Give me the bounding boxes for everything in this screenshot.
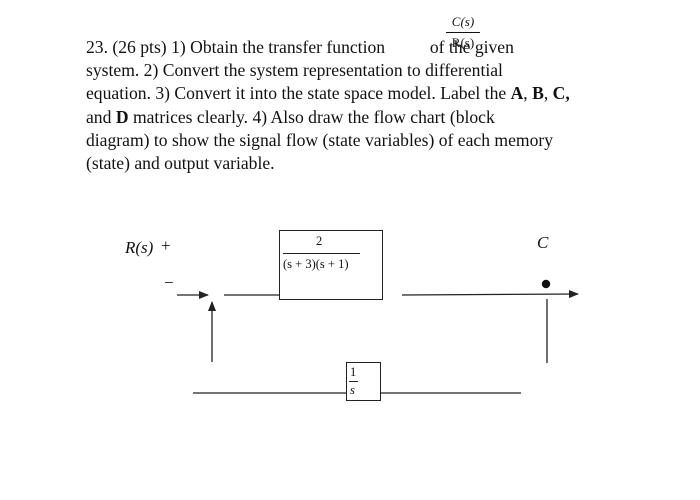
matrix-b-label: B	[532, 83, 544, 104]
minus-sign: −	[164, 273, 174, 292]
matrix-c-label: C,	[552, 83, 570, 104]
output-label: C	[537, 233, 549, 252]
problem-text-4a: and	[86, 106, 112, 127]
problem-text-6: (state) and output variable.	[86, 153, 275, 174]
problem-statement: 23. (26 pts) 1) Obtain the transfer func…	[86, 37, 570, 174]
problem-text-2: system. 2) Convert the system representa…	[86, 60, 503, 81]
forward-fraction-bar	[283, 253, 360, 254]
transfer-function-numerator: C(s)	[451, 14, 475, 29]
problem-text-5: diagram) to show the signal flow (state …	[86, 129, 554, 150]
transfer-function-bar	[446, 32, 480, 33]
output-takeoff-dot	[541, 279, 551, 289]
feedback-fraction-bar	[349, 381, 358, 382]
feedback-integrator-block: 1 s	[346, 362, 381, 401]
problem-text-4b: matrices clearly. 4) Also draw the flow …	[132, 106, 495, 127]
problem-points: (26 pts)	[112, 37, 167, 57]
forward-denominator: (s + 3)(s + 1)	[283, 257, 349, 271]
forward-transfer-block: 2 (s + 3)(s + 1)	[279, 230, 383, 300]
problem-text-1b: of the given	[429, 37, 514, 57]
forward-numerator: 2	[316, 234, 323, 248]
matrix-a-label: A	[510, 83, 524, 104]
feedback-numerator: 1	[350, 365, 357, 379]
input-label: R(s)	[125, 238, 154, 257]
feedback-denominator: s	[350, 383, 355, 397]
transfer-function-denominator: R(s)	[451, 35, 475, 50]
problem-text-1a: 1) Obtain the transfer function	[171, 37, 386, 57]
output-line	[401, 290, 579, 299]
matrix-d-label: D	[115, 106, 129, 127]
problem-number: 23.	[86, 37, 108, 57]
problem-text-3: equation. 3) Convert it into the state s…	[86, 83, 507, 104]
plus-sign: +	[161, 236, 171, 255]
